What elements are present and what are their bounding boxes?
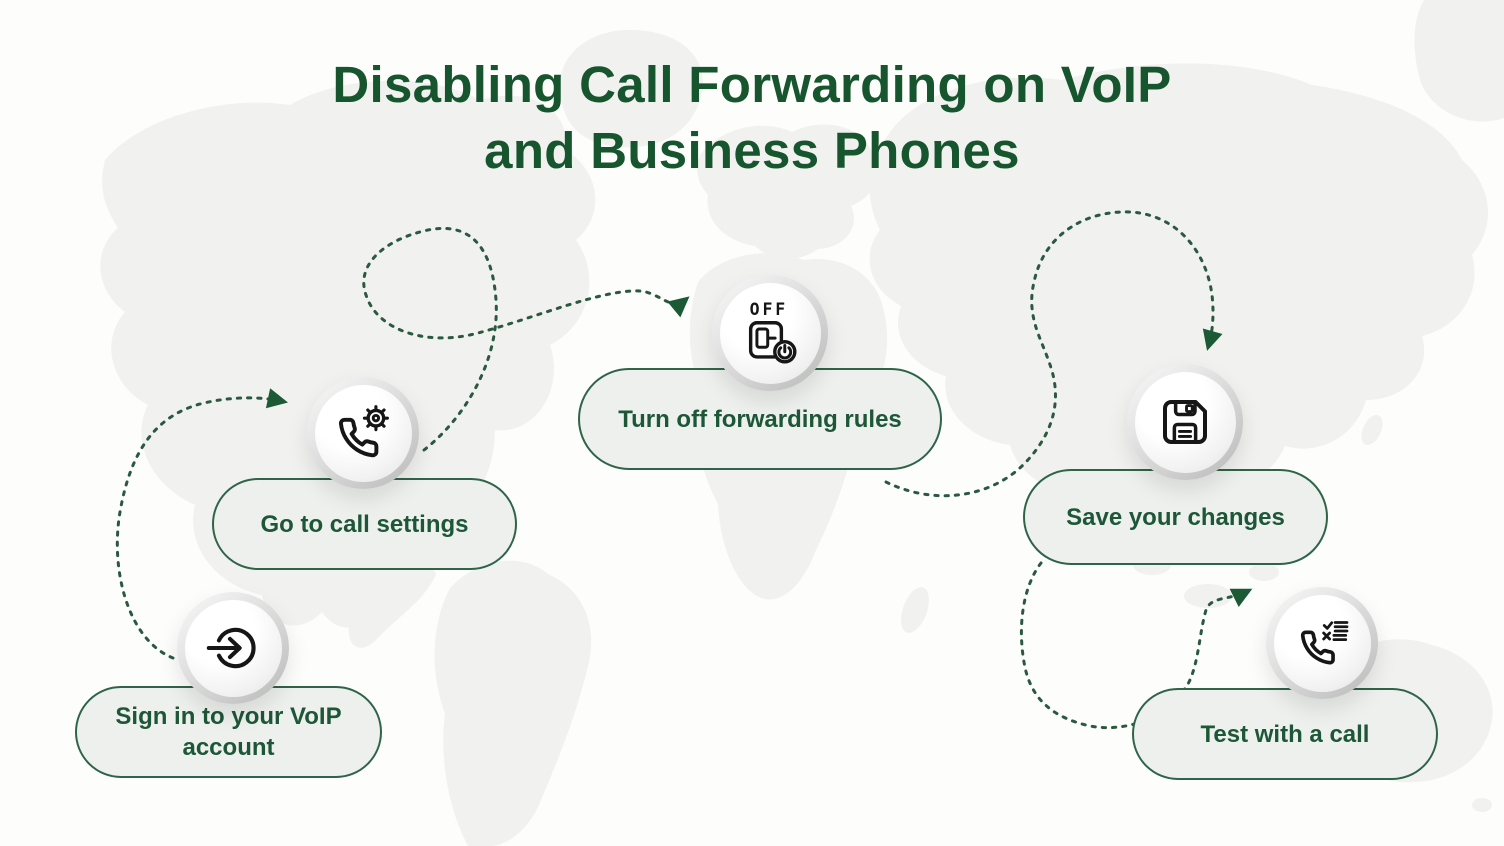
phone-checklist-icon <box>1300 621 1349 665</box>
step-badge-call-settings <box>307 377 419 489</box>
step-label-sign-in: Sign in to your VoIP account <box>115 703 342 761</box>
page-title: Disabling Call Forwarding on VoIP and Bu… <box>0 52 1504 184</box>
step-badge-sign-in <box>177 592 289 704</box>
step-pill-turn-off: Turn off forwarding rules <box>578 368 942 470</box>
step-label-turn-off: Turn off forwarding rules <box>618 405 902 433</box>
step-pill-save: Save your changes <box>1023 469 1328 565</box>
step-label-call-settings: Go to call settings <box>260 510 469 538</box>
step-pill-sign-in: Sign in to your VoIP account <box>75 686 382 778</box>
arrow-step4-to-step5 <box>1019 561 1253 730</box>
badge-face <box>1134 371 1236 473</box>
floppy-disk-icon <box>1163 400 1207 444</box>
title-line-2: and Business Phones <box>484 122 1020 179</box>
title-line-1: Disabling Call Forwarding on VoIP <box>332 56 1172 113</box>
badge-face <box>1273 594 1371 692</box>
login-icon <box>206 627 256 669</box>
badge-face <box>184 599 282 697</box>
step-pill-call-settings: Go to call settings <box>212 478 517 570</box>
badge-face: OFF <box>719 282 821 384</box>
phone-gear-icon <box>338 405 389 458</box>
badge-face <box>314 384 412 482</box>
off-label: OFF <box>750 300 788 319</box>
toggle-off-icon: OFF <box>748 300 797 364</box>
step-badge-turn-off: OFF <box>712 275 828 391</box>
step-label-save: Save your changes <box>1066 503 1285 531</box>
arrow-step1-to-step2 <box>115 388 288 660</box>
step-label-test-call: Test with a call <box>1200 720 1370 748</box>
step-badge-test-call <box>1266 587 1378 699</box>
step-badge-save <box>1127 364 1243 480</box>
step-pill-test-call: Test with a call <box>1132 688 1438 780</box>
